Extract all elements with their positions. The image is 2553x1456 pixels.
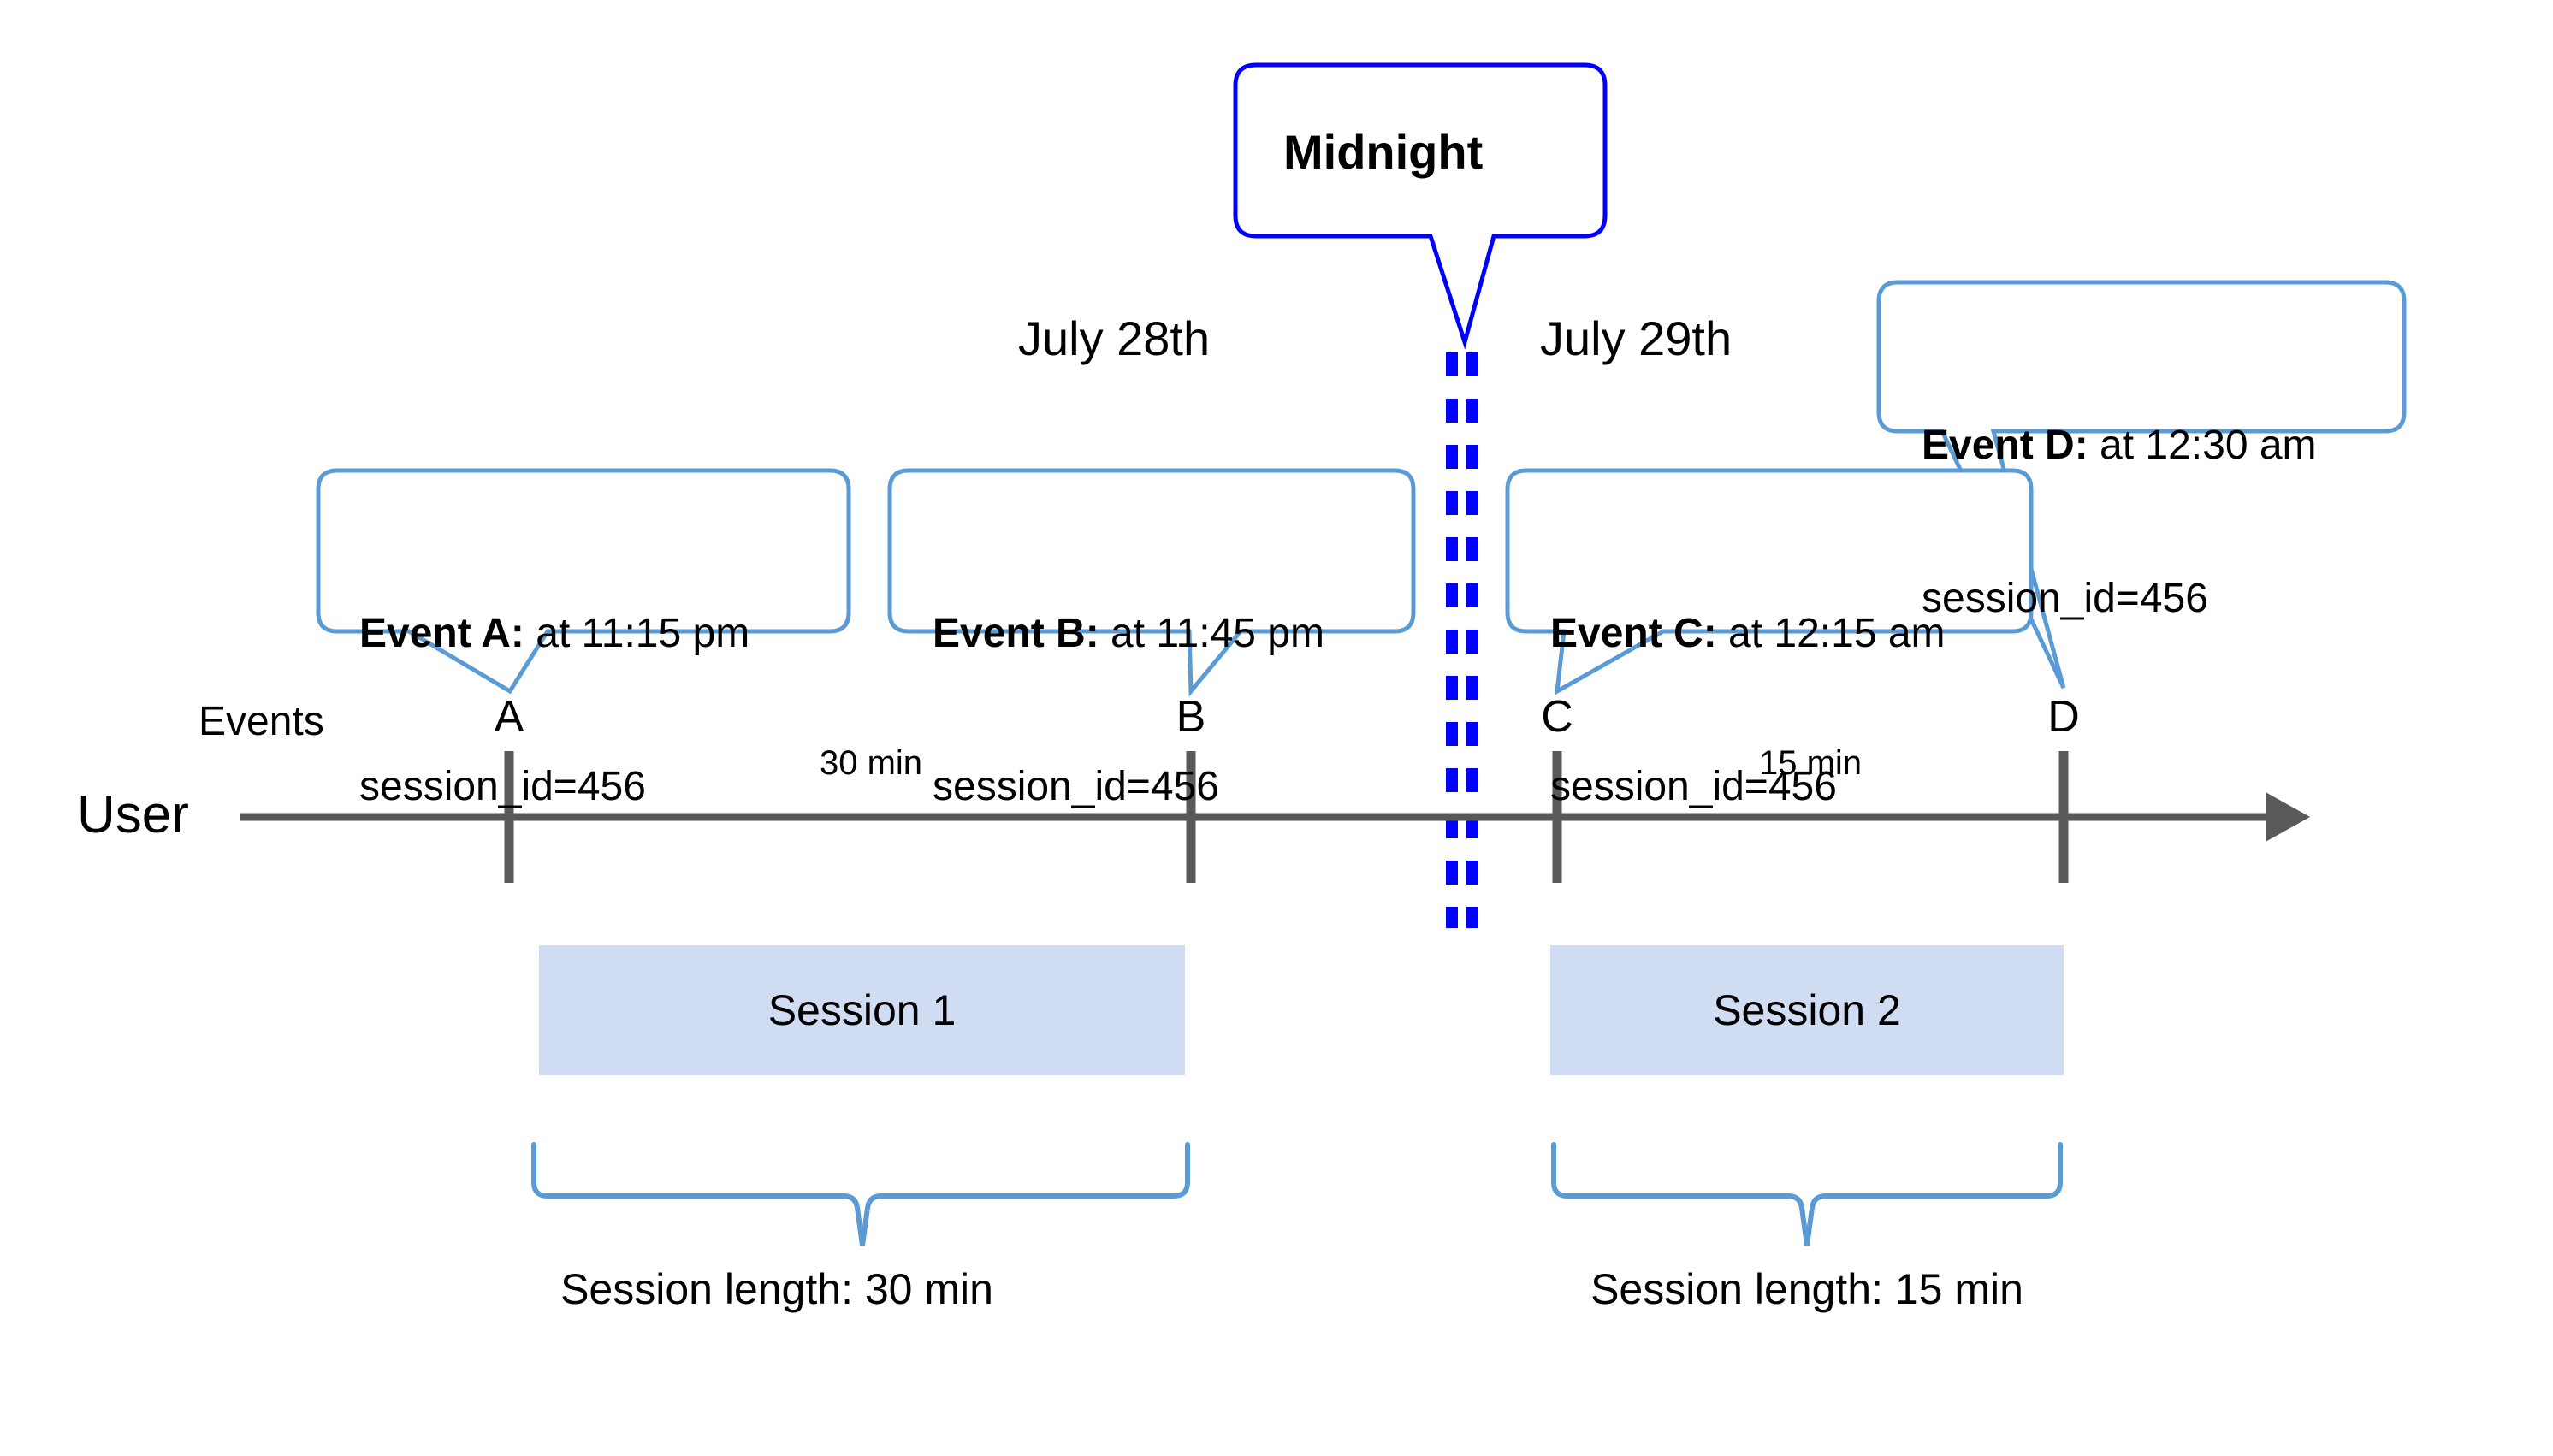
event-callout-text-b: Event B: at 11:45 pm session_id=456 xyxy=(933,506,1324,914)
midnight-divider-lines xyxy=(1446,352,1478,928)
event-callout-session-c: session_id=456 xyxy=(1550,763,1837,809)
event-callout-text-c: Event C: at 12:15 am session_id=456 xyxy=(1550,506,1946,914)
day-label-july-29: July 29th xyxy=(1540,311,1733,365)
session-brace-1 xyxy=(531,1142,1190,1246)
event-callout-bold-c: Event C: xyxy=(1550,611,1717,657)
event-callout-shape-b xyxy=(887,468,1416,697)
marker-letter-c: C xyxy=(1541,692,1573,742)
gap-label-30-min: 30 min xyxy=(819,744,923,782)
session-length-label-2: Session length: 15 min xyxy=(1590,1265,2023,1313)
event-callout-bold-b: Event B: xyxy=(933,611,1099,657)
event-callout-text-d: Event D: at 12:30 am session_id=456 xyxy=(1922,318,2317,725)
event-callout-time-a: at 11:15 pm xyxy=(524,611,750,657)
event-callout-shape-c xyxy=(1505,468,2034,695)
marker-letter-d: D xyxy=(2047,692,2080,742)
day-label-july-28: July 28th xyxy=(1018,311,1211,365)
event-callout-time-c: at 12:15 am xyxy=(1716,611,1946,657)
event-callout-time-b: at 11:45 pm xyxy=(1099,611,1324,657)
event-callout-text-a: Event A: at 11:15 pm session_id=456 xyxy=(359,506,749,914)
gap-label-15-min: 15 min xyxy=(1758,744,1863,782)
session-box-2: Session 2 xyxy=(1550,945,2064,1075)
event-callout-shape-a xyxy=(316,468,851,695)
event-callout-time-d: at 12:30 am xyxy=(2088,423,2317,469)
event-callout-shape-d xyxy=(1876,280,2407,690)
event-callout-session-d: session_id=456 xyxy=(1922,575,2208,621)
row-label-events: Events xyxy=(198,699,324,744)
session-box-label-2: Session 2 xyxy=(1713,986,1901,1034)
session-brace-2 xyxy=(1551,1142,2063,1246)
event-callout-session-b: session_id=456 xyxy=(933,763,1219,809)
midnight-label: Midnight xyxy=(1283,125,1484,179)
marker-letter-b: B xyxy=(1176,692,1206,742)
midnight-callout-shape xyxy=(1233,62,1608,350)
timeline-axis xyxy=(240,792,2310,842)
event-callout-bold-a: Event A: xyxy=(359,611,524,657)
event-callout-session-a: session_id=456 xyxy=(359,763,646,809)
event-callout-bold-d: Event D: xyxy=(1922,423,2088,469)
session-box-1: Session 1 xyxy=(539,945,1185,1075)
marker-letter-a: A xyxy=(494,692,524,742)
row-label-user: User xyxy=(77,785,189,844)
session-box-label-1: Session 1 xyxy=(767,986,957,1034)
session-length-label-1: Session length: 30 min xyxy=(560,1265,993,1313)
timeline-tick-markers xyxy=(504,751,2069,883)
